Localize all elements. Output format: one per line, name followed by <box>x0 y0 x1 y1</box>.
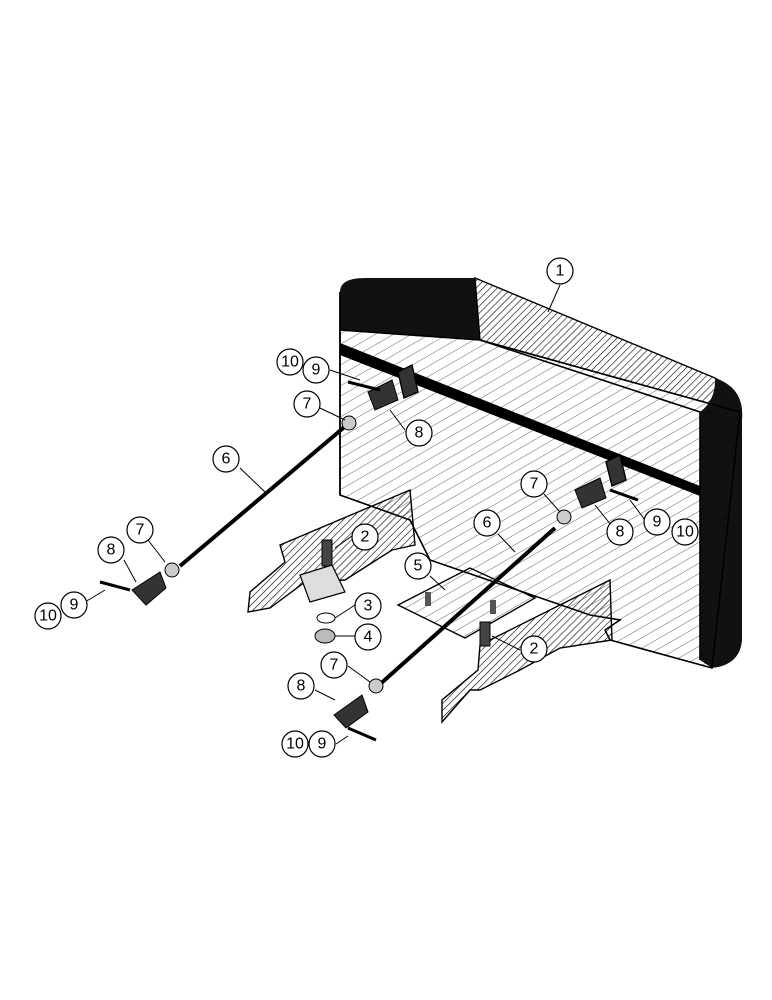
svg-text:6: 6 <box>222 451 231 468</box>
callout-8-lower-left: 8 <box>97 536 125 564</box>
callout-7-lower-right: 7 <box>320 651 348 679</box>
plate-hole-1 <box>425 592 431 606</box>
svg-text:9: 9 <box>653 514 662 531</box>
callout-6-left: 6 <box>212 445 240 473</box>
clevis-assembly-upper-left <box>341 379 399 431</box>
svg-text:10: 10 <box>281 354 299 371</box>
callout-9-upper-right: 9 <box>643 508 671 536</box>
svg-text:7: 7 <box>330 657 339 674</box>
svg-text:2: 2 <box>361 529 370 546</box>
callout-8-upper-left: 8 <box>405 419 433 447</box>
callout-9-lower-right: 9 <box>308 730 336 758</box>
box-top-opening <box>340 278 480 340</box>
svg-text:10: 10 <box>286 736 304 753</box>
callout-5: 5 <box>404 552 432 580</box>
callout-7-lower-left: 7 <box>126 516 154 544</box>
clevis-assembly-lower-right <box>333 678 384 742</box>
svg-text:5: 5 <box>414 558 423 575</box>
rod-right <box>376 526 557 688</box>
rod-left <box>178 422 350 568</box>
callout-10-upper-left: 10 <box>276 348 304 376</box>
callout-2-right: 2 <box>520 635 548 663</box>
clevis-assembly-lower-left <box>99 562 180 606</box>
svg-text:9: 9 <box>312 362 321 379</box>
svg-text:4: 4 <box>364 629 373 646</box>
svg-text:6: 6 <box>483 515 492 532</box>
callout-9-upper-left: 9 <box>302 356 330 384</box>
bolt-right <box>479 621 491 647</box>
callout-7-upper-left: 7 <box>293 390 321 418</box>
callout-9-lower-left: 9 <box>60 591 88 619</box>
callout-8-lower-right: 8 <box>287 672 315 700</box>
callout-7-upper-right: 7 <box>520 470 548 498</box>
svg-text:8: 8 <box>297 678 306 695</box>
svg-text:3: 3 <box>364 598 373 615</box>
svg-text:7: 7 <box>530 476 539 493</box>
svg-text:9: 9 <box>70 597 79 614</box>
svg-text:7: 7 <box>303 396 312 413</box>
svg-text:8: 8 <box>107 542 116 559</box>
clevis-assembly-upper-right <box>556 477 639 525</box>
callout-10-lower-right: 10 <box>281 730 309 758</box>
callout-2-left: 2 <box>351 523 379 551</box>
svg-text:2: 2 <box>530 641 539 658</box>
callout-10-upper-right: 10 <box>671 518 699 546</box>
svg-text:9: 9 <box>318 736 327 753</box>
callout-4: 4 <box>354 623 382 651</box>
svg-text:8: 8 <box>415 425 424 442</box>
callout-10-lower-left: 10 <box>34 602 62 630</box>
upper-bracket-right <box>605 453 627 487</box>
upper-bracket-left <box>397 363 419 399</box>
washer <box>316 612 336 624</box>
bolt-bracket-left <box>299 539 346 644</box>
plate-hole-2 <box>490 600 496 614</box>
svg-text:7: 7 <box>136 522 145 539</box>
svg-text:10: 10 <box>39 608 57 625</box>
callout-3: 3 <box>354 592 382 620</box>
callout-8-upper-right: 8 <box>606 518 634 546</box>
svg-text:10: 10 <box>676 524 694 541</box>
svg-text:1: 1 <box>556 263 565 280</box>
mounting-strap <box>340 343 700 496</box>
leader-lines <box>84 284 646 745</box>
callout-1: 1 <box>546 257 574 285</box>
nut <box>314 628 336 644</box>
callout-6-right: 6 <box>473 509 501 537</box>
svg-text:8: 8 <box>616 524 625 541</box>
